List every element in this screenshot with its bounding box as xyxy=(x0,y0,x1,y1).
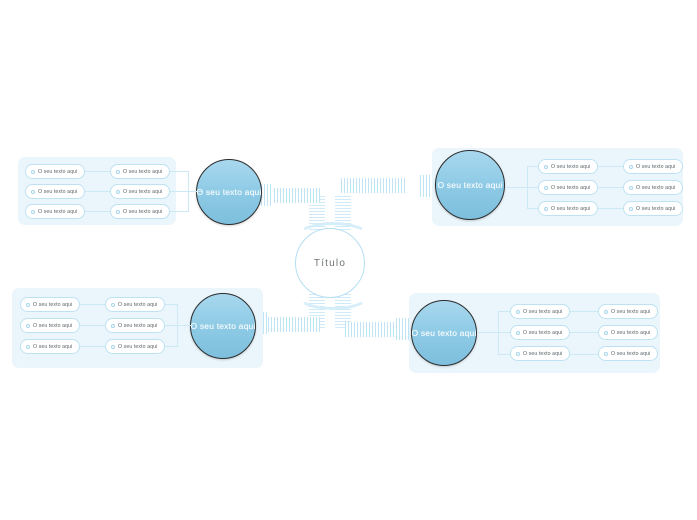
bullet-icon xyxy=(544,185,548,190)
pill-top-left-outer-1[interactable]: O seu texto aqui xyxy=(25,164,85,179)
bullet-icon xyxy=(629,185,633,190)
ribbon-center-to-bottom-left-horizontal xyxy=(256,317,320,332)
pill-bottom-right-outer-1[interactable]: O seu texto aqui xyxy=(598,304,658,319)
bullet-icon xyxy=(629,164,633,169)
bracket-stub-bottom-left-2 xyxy=(165,325,193,326)
bracket-stub-top-left-3 xyxy=(170,211,188,212)
pill-bottom-right-inner-3[interactable]: O seu texto aqui xyxy=(510,346,570,361)
bracket-stub-bottom-left-3 xyxy=(165,346,177,347)
pill-bottom-right-inner-1[interactable]: O seu texto aqui xyxy=(510,304,570,319)
bullet-icon xyxy=(26,302,30,307)
ribbon-center-to-top-left-horizontal xyxy=(262,188,320,203)
link-top-right-3 xyxy=(598,208,623,209)
pill-bottom-right-inner-2[interactable]: O seu texto aqui xyxy=(510,325,570,340)
bullet-icon xyxy=(116,189,120,194)
bullet-icon xyxy=(111,302,115,307)
bullet-icon xyxy=(31,189,35,194)
branch-node-bottom-right[interactable]: O seu texto aqui xyxy=(411,300,477,366)
branch-node-top-left-label: O seu texto aqui xyxy=(196,187,262,197)
bracket-stub-top-right-2 xyxy=(527,187,539,188)
branch-node-top-left[interactable]: O seu texto aqui xyxy=(196,159,262,225)
center-title-node[interactable]: Título xyxy=(295,228,365,298)
ribbon-arc-top xyxy=(297,222,369,250)
pill-bottom-right-outer-3[interactable]: O seu texto aqui xyxy=(598,346,658,361)
bullet-icon xyxy=(516,309,520,314)
ribbon-center-to-bottom-right-horizontal xyxy=(345,322,409,337)
bullet-icon xyxy=(26,344,30,349)
ribbon-stub-bottom-right xyxy=(396,318,410,340)
pill-top-left-outer-3[interactable]: O seu texto aqui xyxy=(25,204,85,219)
ribbon-stub-top-right xyxy=(420,175,434,197)
pill-bottom-left-outer-2[interactable]: O seu texto aqui xyxy=(20,318,80,333)
pill-top-right-inner-1[interactable]: O seu texto aqui xyxy=(538,159,598,174)
bullet-icon xyxy=(516,330,520,335)
bullet-icon xyxy=(111,323,115,328)
pill-top-right-outer-3[interactable]: O seu texto aqui xyxy=(623,201,683,216)
pill-top-left-outer-2[interactable]: O seu texto aqui xyxy=(25,184,85,199)
pill-bottom-left-outer-1[interactable]: O seu texto aqui xyxy=(20,297,80,312)
bracket-stub-top-right-0 xyxy=(505,187,527,188)
bracket-stub-bottom-right-2 xyxy=(498,332,510,333)
link-top-left-1 xyxy=(85,171,110,172)
bullet-icon xyxy=(629,206,633,211)
pill-top-right-outer-1[interactable]: O seu texto aqui xyxy=(623,159,683,174)
bracket-stub-bottom-right-3 xyxy=(498,354,510,355)
ribbon-center-to-top-right-horizontal xyxy=(341,178,405,193)
bullet-icon xyxy=(604,330,608,335)
link-top-left-3 xyxy=(85,211,110,212)
link-bottom-left-2 xyxy=(80,325,105,326)
bracket-spine-top-left xyxy=(188,171,189,212)
bullet-icon xyxy=(516,351,520,356)
bracket-spine-bottom-left xyxy=(177,304,178,347)
bullet-icon xyxy=(31,169,35,174)
pill-bottom-right-outer-2[interactable]: O seu texto aqui xyxy=(598,325,658,340)
bullet-icon xyxy=(544,206,548,211)
bracket-stub-top-left-2 xyxy=(170,191,202,192)
bullet-icon xyxy=(111,344,115,349)
center-title-label: Título xyxy=(313,257,347,269)
pill-bottom-left-inner-1[interactable]: O seu texto aqui xyxy=(105,297,165,312)
bullet-icon xyxy=(116,169,120,174)
branch-node-bottom-right-label: O seu texto aqui xyxy=(411,328,477,338)
pill-top-right-inner-3[interactable]: O seu texto aqui xyxy=(538,201,598,216)
bracket-stub-top-left-1 xyxy=(170,171,188,172)
bullet-icon xyxy=(544,164,548,169)
ribbon-arc-bottom xyxy=(297,282,369,310)
pill-top-left-inner-3[interactable]: O seu texto aqui xyxy=(110,204,170,219)
bullet-icon xyxy=(604,309,608,314)
pill-top-right-outer-2[interactable]: O seu texto aqui xyxy=(623,180,683,195)
branch-node-bottom-left-label: O seu texto aqui xyxy=(190,321,256,331)
link-bottom-left-3 xyxy=(80,346,105,347)
link-top-left-2 xyxy=(85,191,110,192)
bracket-stub-bottom-right-0 xyxy=(477,332,498,333)
bullet-icon xyxy=(26,323,30,328)
pill-top-left-inner-2[interactable]: O seu texto aqui xyxy=(110,184,170,199)
bracket-stub-top-right-3 xyxy=(527,208,539,209)
link-bottom-left-1 xyxy=(80,304,105,305)
branch-node-bottom-left[interactable]: O seu texto aqui xyxy=(190,293,256,359)
pill-bottom-left-outer-3[interactable]: O seu texto aqui xyxy=(20,339,80,354)
link-bottom-right-1 xyxy=(570,311,598,312)
link-top-right-1 xyxy=(598,166,623,167)
bullet-icon xyxy=(604,351,608,356)
branch-node-top-right[interactable]: O seu texto aqui xyxy=(435,150,505,220)
pill-top-left-inner-1[interactable]: O seu texto aqui xyxy=(110,164,170,179)
bracket-stub-bottom-left-1 xyxy=(165,304,177,305)
pill-top-right-inner-2[interactable]: O seu texto aqui xyxy=(538,180,598,195)
link-bottom-right-2 xyxy=(570,332,598,333)
link-bottom-right-3 xyxy=(570,354,598,355)
bullet-icon xyxy=(31,209,35,214)
bracket-stub-bottom-right-1 xyxy=(498,311,510,312)
pill-bottom-left-inner-3[interactable]: O seu texto aqui xyxy=(105,339,165,354)
bullet-icon xyxy=(116,209,120,214)
link-top-right-2 xyxy=(598,187,623,188)
bracket-stub-top-right-1 xyxy=(527,166,539,167)
branch-node-top-right-label: O seu texto aqui xyxy=(437,180,503,190)
pill-bottom-left-inner-2[interactable]: O seu texto aqui xyxy=(105,318,165,333)
